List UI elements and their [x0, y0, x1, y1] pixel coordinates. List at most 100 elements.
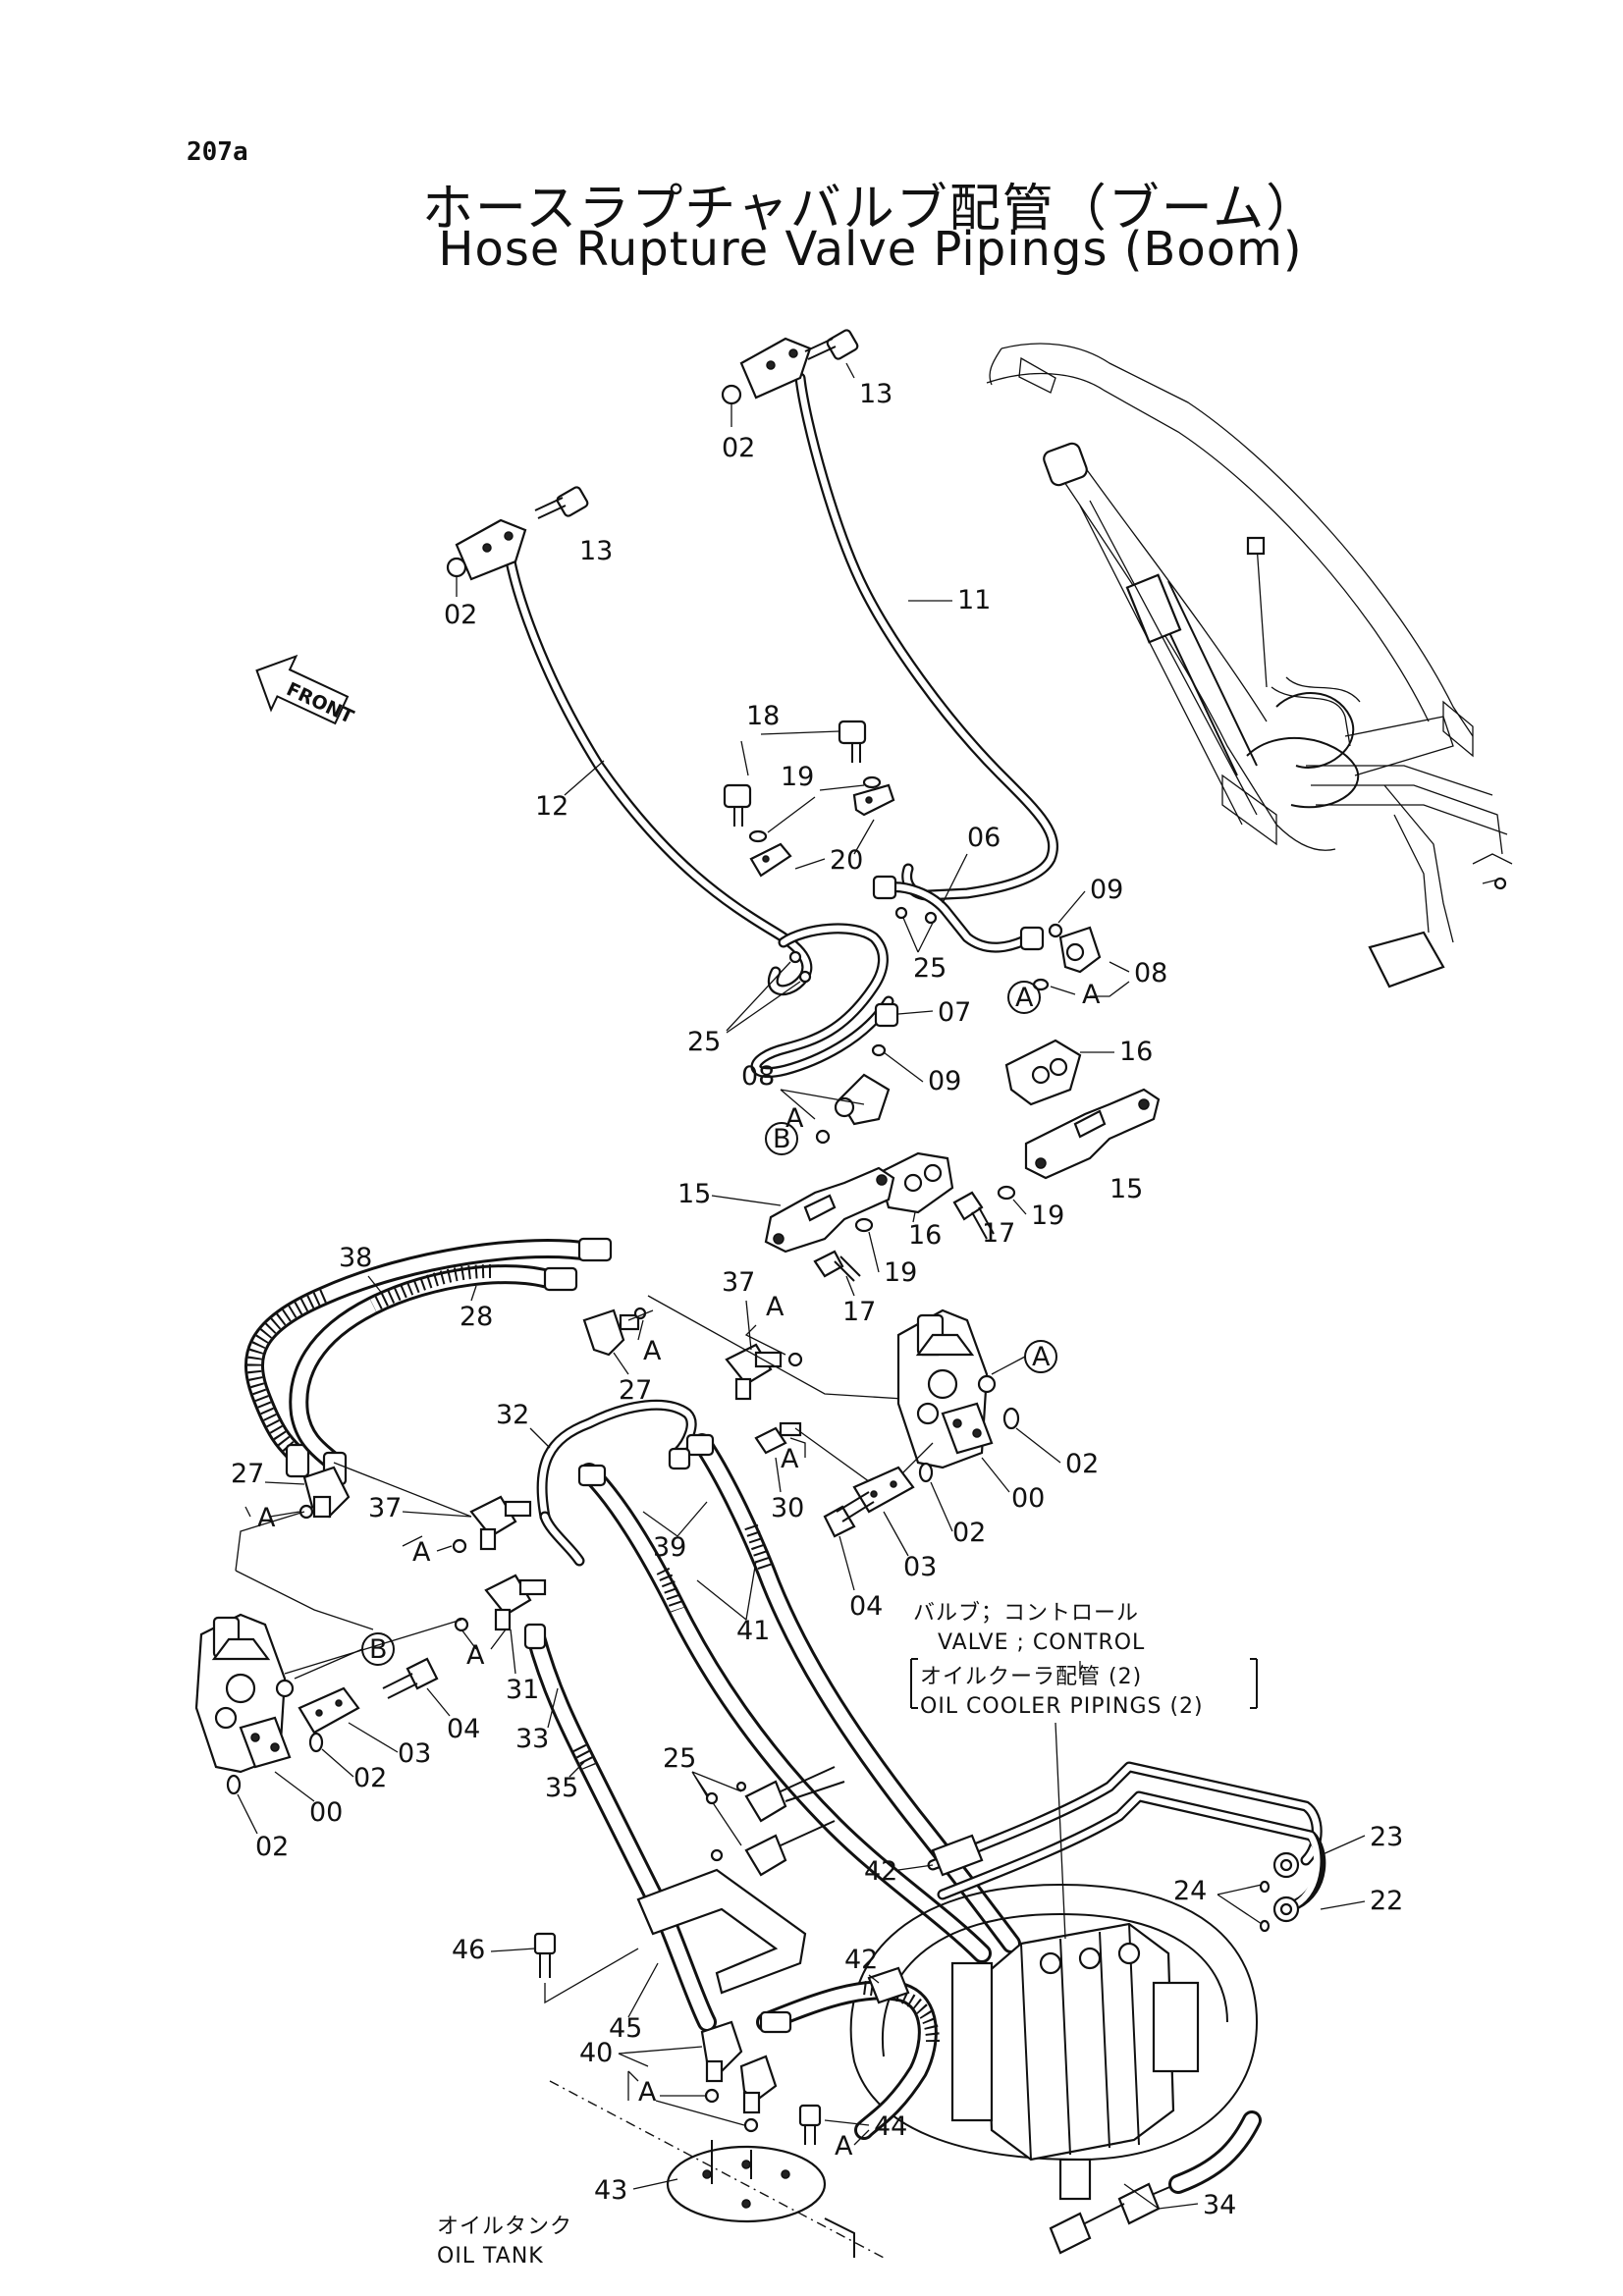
hose-rupture-valve-upper — [896, 1308, 997, 1469]
front-direction-arrow-icon: FRONT — [255, 654, 356, 728]
callout-09: 09 — [1090, 875, 1123, 905]
callout-37: 37 — [722, 1267, 755, 1298]
control-valve — [849, 1883, 1259, 2201]
flange-03-lower — [298, 1686, 360, 1735]
fitting-30 — [754, 1421, 802, 1455]
bolt-13-lower — [534, 486, 589, 519]
o-ring-02-lower — [446, 557, 467, 578]
oil-tank-cover-43 — [549, 2080, 885, 2259]
callout-15: 15 — [1109, 1174, 1143, 1204]
callout-23: 23 — [1370, 1822, 1403, 1852]
pipe-32 — [536, 1399, 697, 1567]
callout-13: 13 — [859, 379, 893, 409]
callout-A: A — [257, 1503, 276, 1533]
callout-25: 25 — [663, 1743, 696, 1774]
washer-19-left — [854, 1217, 874, 1233]
callout-19: 19 — [781, 762, 814, 792]
callout-08: 08 — [741, 1061, 775, 1092]
oil-tank-label-jp: オイルタンク — [437, 2215, 572, 2239]
elbow-08-left — [834, 1073, 891, 1126]
flange-03-upper — [852, 1466, 915, 1514]
callout-02: 02 — [353, 1763, 387, 1793]
plug-44 — [798, 2104, 822, 2145]
callout-46: 46 — [452, 1935, 485, 1965]
callout-16: 16 — [1119, 1037, 1153, 1067]
callout-08: 08 — [1134, 958, 1167, 988]
hose-38 — [244, 1237, 613, 1478]
bolt-04-upper — [823, 1491, 875, 1538]
page-title-english: Hose Rupture Valve Pipings (Boom) — [438, 222, 1303, 277]
clamp-20 — [749, 783, 895, 878]
callout-02: 02 — [444, 600, 477, 630]
pipe-07 — [750, 923, 899, 1079]
tee-31 — [484, 1574, 547, 1631]
callout-35: 35 — [545, 1773, 578, 1803]
bolt-17-right — [952, 1191, 995, 1240]
callout-42: 42 — [844, 1945, 878, 1975]
page-title-japanese: ホースラプチャバルブ配管（ブーム） — [421, 180, 1320, 239]
callout-06: 06 — [967, 823, 1001, 853]
fittings-34 — [1049, 2110, 1262, 2255]
oil-cooler-note-jp: オイルクーラ配管 (2) — [920, 1665, 1142, 1689]
callout-A: A — [781, 1444, 799, 1474]
callout-25: 25 — [687, 1027, 721, 1057]
callout-A: A — [412, 1537, 431, 1568]
callout-00: 00 — [1011, 1483, 1045, 1514]
callout-39: 39 — [653, 1532, 686, 1563]
callout-22: 22 — [1370, 1886, 1403, 1916]
bracket-45 — [636, 1868, 807, 1995]
callout-17: 17 — [842, 1297, 876, 1327]
callout-09: 09 — [928, 1066, 961, 1096]
pipe-12 — [455, 518, 813, 996]
elbow-27-upper — [582, 1308, 640, 1357]
callout-A: A — [835, 2131, 853, 2162]
callout-27: 27 — [231, 1459, 264, 1489]
oil-cooler-note-en: OIL COOLER PIPINGS (2) — [920, 1694, 1204, 1719]
callout-03: 03 — [398, 1738, 431, 1769]
callout-33: 33 — [515, 1724, 549, 1754]
callout-45: 45 — [609, 2013, 642, 2044]
bolt-13-upper — [804, 329, 859, 360]
callout-12: 12 — [535, 791, 568, 822]
oil-cooler-pipings-22-23 — [927, 1761, 1326, 1923]
o-ring-02-upper — [721, 384, 742, 405]
callout-04: 04 — [849, 1591, 883, 1622]
washer-19-right — [997, 1185, 1016, 1201]
callout-A: A — [643, 1336, 662, 1366]
washer-19 — [862, 775, 882, 789]
clamp-16-upper — [1004, 1039, 1082, 1106]
callout-15: 15 — [677, 1179, 711, 1209]
callout-34: 34 — [1203, 2190, 1236, 2220]
clamp-15-left — [764, 1166, 895, 1254]
circle-marker-A: A — [1032, 1342, 1051, 1372]
clamp-42-lower — [756, 1966, 940, 2140]
bolt-46 — [533, 1932, 557, 1978]
callout-11: 11 — [957, 585, 991, 615]
callout-42: 42 — [864, 1856, 897, 1887]
circle-marker-A: A — [1015, 983, 1034, 1013]
elbow-40 — [700, 2020, 778, 2114]
tee-37-upper — [725, 1343, 783, 1401]
callout-43: 43 — [594, 2175, 627, 2206]
callout-A: A — [638, 2077, 657, 2108]
callout-19: 19 — [1031, 1201, 1064, 1231]
callout-41: 41 — [736, 1616, 770, 1646]
oil-tank-label-en: OIL TANK — [437, 2244, 544, 2269]
circle-marker-B: B — [369, 1634, 388, 1665]
callout-04: 04 — [447, 1714, 480, 1744]
hose-28 — [289, 1264, 578, 1486]
callout-37: 37 — [368, 1493, 402, 1523]
callout-25: 25 — [913, 953, 947, 984]
callout-44: 44 — [874, 2111, 907, 2142]
callout-17: 17 — [982, 1218, 1015, 1249]
callout-A: A — [466, 1640, 485, 1671]
callout-A: A — [766, 1292, 784, 1322]
elbow-27-lower — [302, 1466, 351, 1519]
clamp-42-upper — [931, 1834, 984, 1877]
callout-24: 24 — [1173, 1876, 1207, 1906]
elbow-08-right — [1058, 926, 1102, 974]
tee-37-lower — [469, 1495, 532, 1551]
callout-20: 20 — [830, 845, 863, 876]
control-valve-note-en: VALVE ; CONTROL — [938, 1630, 1145, 1655]
